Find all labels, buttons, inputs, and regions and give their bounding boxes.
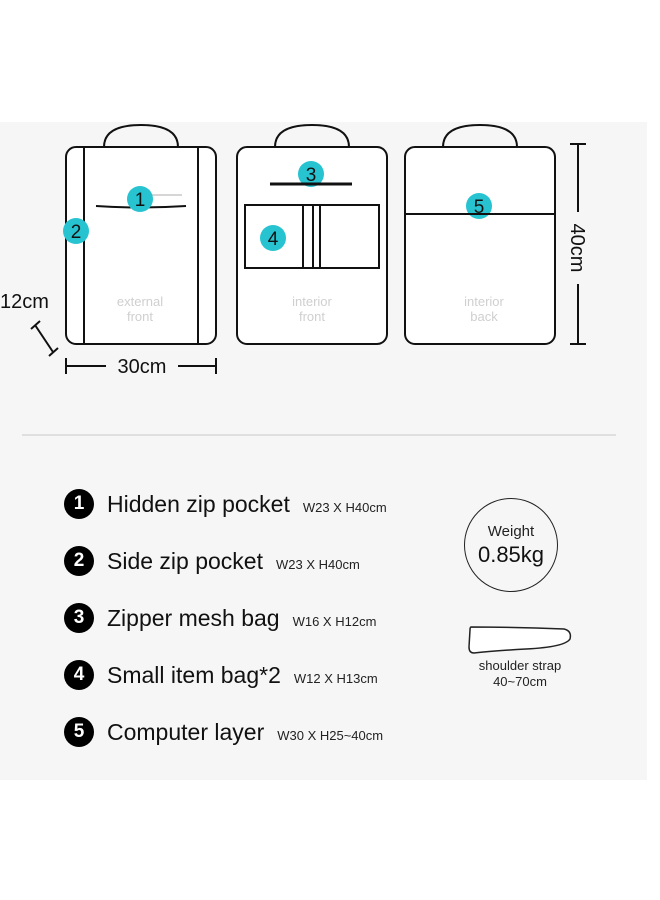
panel-caption: external bbox=[117, 294, 163, 309]
feature-size: W12 X H13cm bbox=[293, 670, 378, 686]
feature-title: Zipper mesh bag bbox=[107, 604, 280, 631]
marker-5 bbox=[466, 193, 492, 219]
bag-interior-back: 5 interior back bbox=[404, 123, 556, 345]
feature-item-4: 4 Small item bag*2 W12 X H13cm bbox=[64, 659, 378, 691]
panel-caption: front bbox=[299, 309, 325, 324]
marker-2-number: 2 bbox=[71, 222, 82, 243]
panel-caption: back bbox=[470, 309, 498, 324]
weight-badge: Weight 0.85kg bbox=[464, 498, 558, 592]
panel-caption: interior bbox=[292, 294, 332, 309]
width-dimension: 30cm bbox=[65, 356, 217, 378]
bag-handle bbox=[442, 123, 518, 148]
marker-4 bbox=[260, 225, 286, 251]
product-info-panel: 1 2 external front 3 4 interior front bbox=[0, 122, 647, 780]
feature-item-5: 5 Computer layer W30 X H25~40cm bbox=[64, 716, 383, 748]
shoulder-strap-caption: shoulder strap 40~70cm bbox=[461, 658, 579, 690]
marker-3 bbox=[298, 161, 324, 187]
feature-title: Computer layer bbox=[107, 718, 265, 745]
marker-5-number: 5 bbox=[474, 197, 485, 218]
feature-item-1: 1 Hidden zip pocket W23 X H40cm bbox=[64, 488, 387, 520]
feature-title: Small item bag*2 bbox=[107, 661, 281, 688]
marker-2 bbox=[63, 218, 89, 244]
bag-handle bbox=[103, 123, 179, 148]
marker-3-number: 3 bbox=[306, 165, 317, 186]
feature-number-badge: 3 bbox=[64, 603, 94, 633]
feature-size: W23 X H40cm bbox=[275, 556, 360, 572]
shoulder-strap-label: shoulder strap bbox=[478, 658, 562, 673]
feature-size: W30 X H25~40cm bbox=[277, 727, 384, 743]
feature-number-badge: 4 bbox=[64, 660, 94, 690]
bag-interior-front: 3 4 interior front bbox=[236, 123, 388, 345]
panel-caption: interior bbox=[464, 294, 504, 309]
bag-external-front: 1 2 external front bbox=[63, 123, 217, 345]
width-label: 30cm bbox=[118, 356, 167, 378]
feature-title: Hidden zip pocket bbox=[107, 490, 290, 517]
weight-label: Weight bbox=[487, 522, 535, 540]
height-label: 40cm bbox=[566, 224, 588, 273]
feature-number-badge: 5 bbox=[64, 717, 94, 747]
weight-value: 0.85kg bbox=[477, 541, 545, 567]
feature-number-badge: 1 bbox=[64, 489, 94, 519]
bag-body bbox=[404, 146, 556, 345]
feature-size: W16 X H12cm bbox=[292, 613, 377, 629]
depth-label: 12cm bbox=[0, 291, 49, 313]
bag-handle bbox=[274, 123, 350, 148]
marker-4-number: 4 bbox=[268, 229, 279, 250]
feature-size: W23 X H40cm bbox=[302, 499, 387, 515]
feature-item-2: 2 Side zip pocket W23 X H40cm bbox=[64, 545, 360, 577]
feature-title: Side zip pocket bbox=[107, 547, 263, 574]
shoulder-strap-range: 40~70cm bbox=[493, 674, 547, 689]
backpack-diagram: 1 2 external front 3 4 interior front bbox=[0, 123, 616, 436]
feature-item-3: 3 Zipper mesh bag W16 X H12cm bbox=[64, 602, 376, 634]
height-dimension: 40cm bbox=[566, 143, 588, 345]
panel-caption: front bbox=[127, 309, 153, 324]
marker-1 bbox=[127, 186, 153, 212]
feature-number-badge: 2 bbox=[64, 546, 94, 576]
shoulder-strap-icon bbox=[468, 626, 572, 654]
marker-1-number: 1 bbox=[135, 190, 146, 211]
bag-body bbox=[65, 146, 217, 345]
depth-dimension: 12cm bbox=[0, 291, 59, 357]
